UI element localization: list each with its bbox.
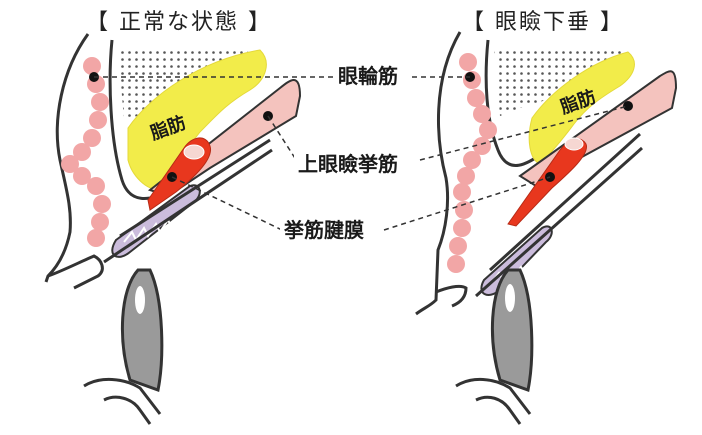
pupil (135, 286, 145, 314)
lower-lid-outline-right-2 (475, 395, 522, 425)
ptosis-eyelid-illustration: 脂肪 (415, 31, 678, 425)
skin-lower-outline (47, 254, 104, 290)
levator-muscle-highlight-right (564, 137, 584, 151)
conjunctiva-outline-right (488, 132, 642, 272)
marker-levator-right (623, 101, 633, 111)
conjunctiva-outline-right-2 (475, 146, 643, 298)
eyeball (121, 268, 164, 392)
pupil-right (505, 284, 515, 312)
conjunctiva-outline (119, 138, 271, 238)
leader-aponeurosis-left (171, 176, 283, 231)
orbicularis-muscle (61, 57, 111, 247)
orbital-bone-dotted-right (494, 48, 626, 116)
panel-title-ptosis: 【 眼瞼下垂 】 (462, 10, 624, 35)
callout-orbicularis-oculi: 眼輪筋 (334, 64, 402, 88)
lower-lid-outline-2 (103, 395, 152, 425)
levator-muscle-highlight (183, 144, 205, 160)
callout-levator-muscle: 上眼瞼挙筋 (294, 152, 402, 176)
normal-eyelid-illustration: 脂肪 (44, 33, 302, 425)
conjunctiva-outline-2 (103, 148, 273, 264)
panel-title-normal: 【 正常な状態 】 (86, 10, 272, 35)
lower-lid-outline-right (455, 378, 532, 415)
callout-levator-aponeurosis: 挙筋腱膜 (280, 218, 368, 242)
orbital-rim-outline-right (484, 39, 545, 167)
leader-lines (94, 76, 629, 231)
eyeball-right (491, 268, 534, 392)
skin-outline-right (415, 31, 462, 316)
orbicularis-muscle-right (447, 53, 497, 273)
skin-lower-outline-right (435, 284, 468, 308)
lower-lid-outline (83, 378, 162, 415)
skin-outline (44, 33, 90, 283)
leader-aponeurosis-right (383, 176, 551, 231)
